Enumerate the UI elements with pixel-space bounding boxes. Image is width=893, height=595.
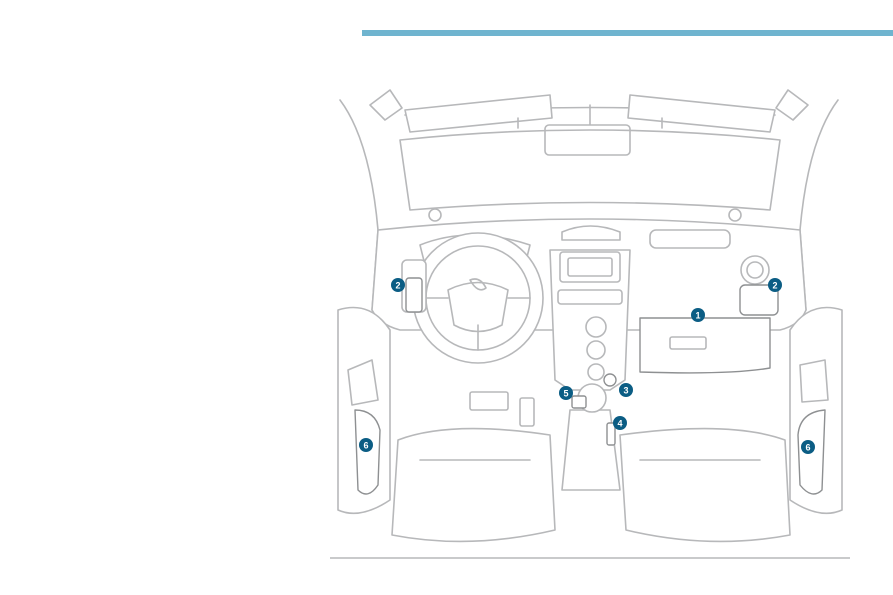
callout-circle [613,416,627,430]
callout-marker-6-right: 6 [801,440,815,454]
driver-seat [391,427,556,543]
callout-label: 3 [623,386,628,396]
left-a-pillar [339,99,379,311]
callout-label: 2 [772,281,777,291]
callout-label: 4 [617,419,622,429]
callout-label: 6 [805,443,810,453]
accelerator-pedal [519,397,535,427]
callout-marker-2-left: 2 [391,278,405,292]
storage-slot [606,422,616,446]
right-side-vent [739,284,779,316]
brake-pedal [469,391,509,411]
callout-circle [391,278,405,292]
callout-circle [801,440,815,454]
right-sun-visor [627,94,776,133]
callout-circle [359,438,373,452]
callout-label: 5 [563,389,568,399]
section-accent-bar [362,30,893,36]
callout-circle [691,308,705,322]
rear-view-mirror [544,124,631,156]
callout-circle [619,383,633,397]
callout-label: 2 [395,281,400,291]
callout-marker-3: 3 [619,383,633,397]
cup-holder [571,395,587,409]
callout-marker-4: 4 [613,416,627,430]
callout-circle [768,278,782,292]
power-socket [603,373,617,387]
callout-circle [559,386,573,400]
car-interior-diagram: 1 2 2 3 4 5 6 6 [330,89,850,559]
callout-label: 6 [363,441,368,451]
gear-lever-boot [561,409,621,491]
left-door-pocket [354,409,381,495]
dash-top-vent [561,225,621,241]
callout-marker-2-right: 2 [768,278,782,292]
left-side-vent [405,277,423,313]
callout-marker-1: 1 [691,308,705,322]
windscreen [399,129,781,211]
right-a-pillar [799,99,839,311]
callout-marker-5: 5 [559,386,573,400]
callout-label: 1 [695,311,700,321]
callout-marker-6-left: 6 [359,438,373,452]
left-sun-visor [404,94,553,133]
passenger-seat [619,427,791,543]
